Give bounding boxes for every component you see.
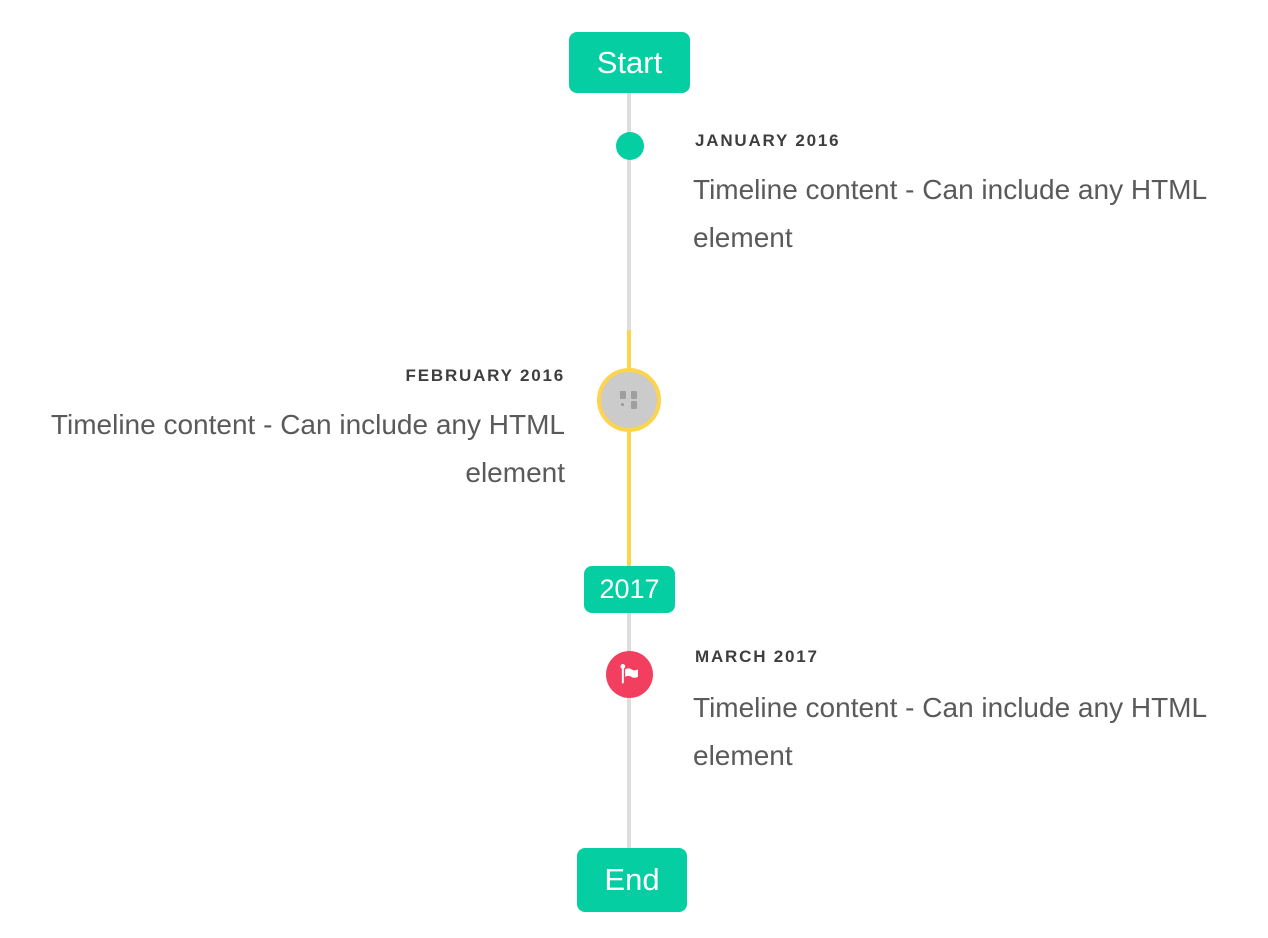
flag-icon [617, 662, 643, 688]
start-badge[interactable]: Start [569, 32, 690, 93]
item-title-january-2016: JANUARY 2016 [695, 131, 841, 150]
timeline-line-highlight [627, 330, 631, 567]
item-title-february-2016: FEBRUARY 2016 [405, 366, 565, 385]
year-badge-2017[interactable]: 2017 [584, 566, 675, 613]
end-badge[interactable]: End [577, 848, 687, 912]
timeline-marker-image-circle[interactable] [597, 368, 661, 432]
timeline-marker-flag[interactable] [606, 651, 653, 698]
timeline-marker-dot[interactable] [616, 132, 644, 160]
item-content-march-2017: Timeline content - Can include any HTML … [693, 692, 1207, 771]
item-content-february-2016: Timeline content - Can include any HTML … [50, 409, 565, 488]
item-title-march-2017: MARCH 2017 [695, 647, 819, 666]
item-content-january-2016: Timeline content - Can include any HTML … [693, 174, 1207, 253]
broken-image-icon [619, 390, 640, 410]
